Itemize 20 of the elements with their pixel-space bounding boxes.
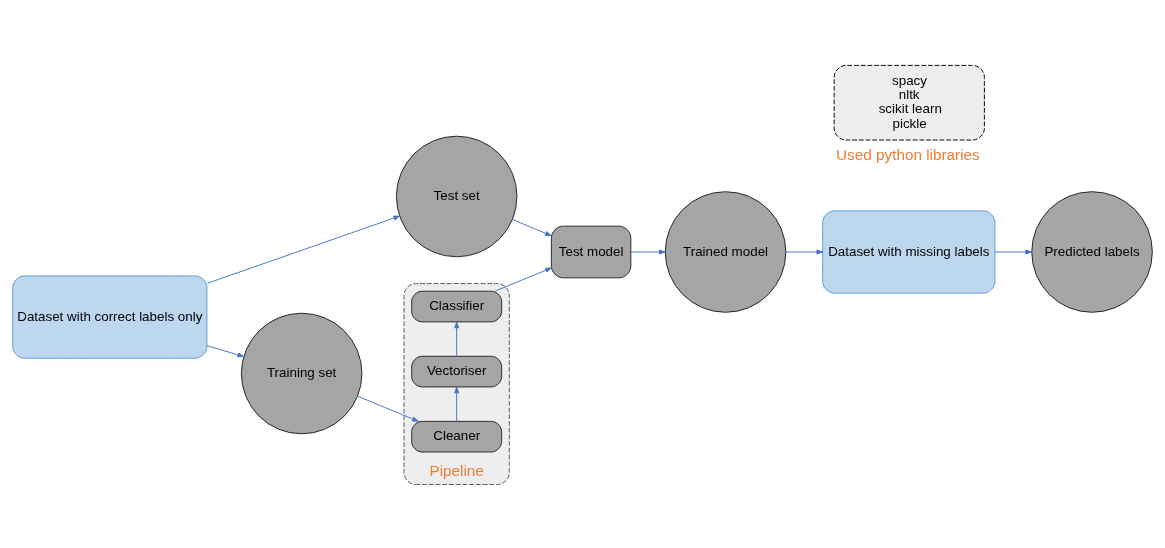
node-circle: Trained model [664, 191, 787, 313]
arrow [454, 321, 460, 357]
arrow [785, 249, 824, 255]
arrow [630, 249, 666, 255]
node-box: Dataset with missing labels [822, 210, 996, 294]
arrow [512, 219, 552, 237]
arrow [357, 395, 419, 422]
node-label: Used python libraries [836, 145, 980, 163]
arrow [494, 267, 552, 292]
node-box: Classifier [411, 290, 503, 323]
node-box: Cleaner [411, 420, 503, 453]
arrow [454, 386, 460, 422]
node-box: Dataset with correct labels only [12, 275, 208, 359]
node-circle: Predicted labels [1031, 191, 1153, 313]
arrow [206, 215, 401, 284]
node-box: Test model [550, 225, 632, 279]
arrow [994, 249, 1032, 255]
node-box: Vectoriser [411, 355, 503, 388]
arrow [206, 345, 245, 358]
node-circle: Training set [240, 312, 363, 435]
